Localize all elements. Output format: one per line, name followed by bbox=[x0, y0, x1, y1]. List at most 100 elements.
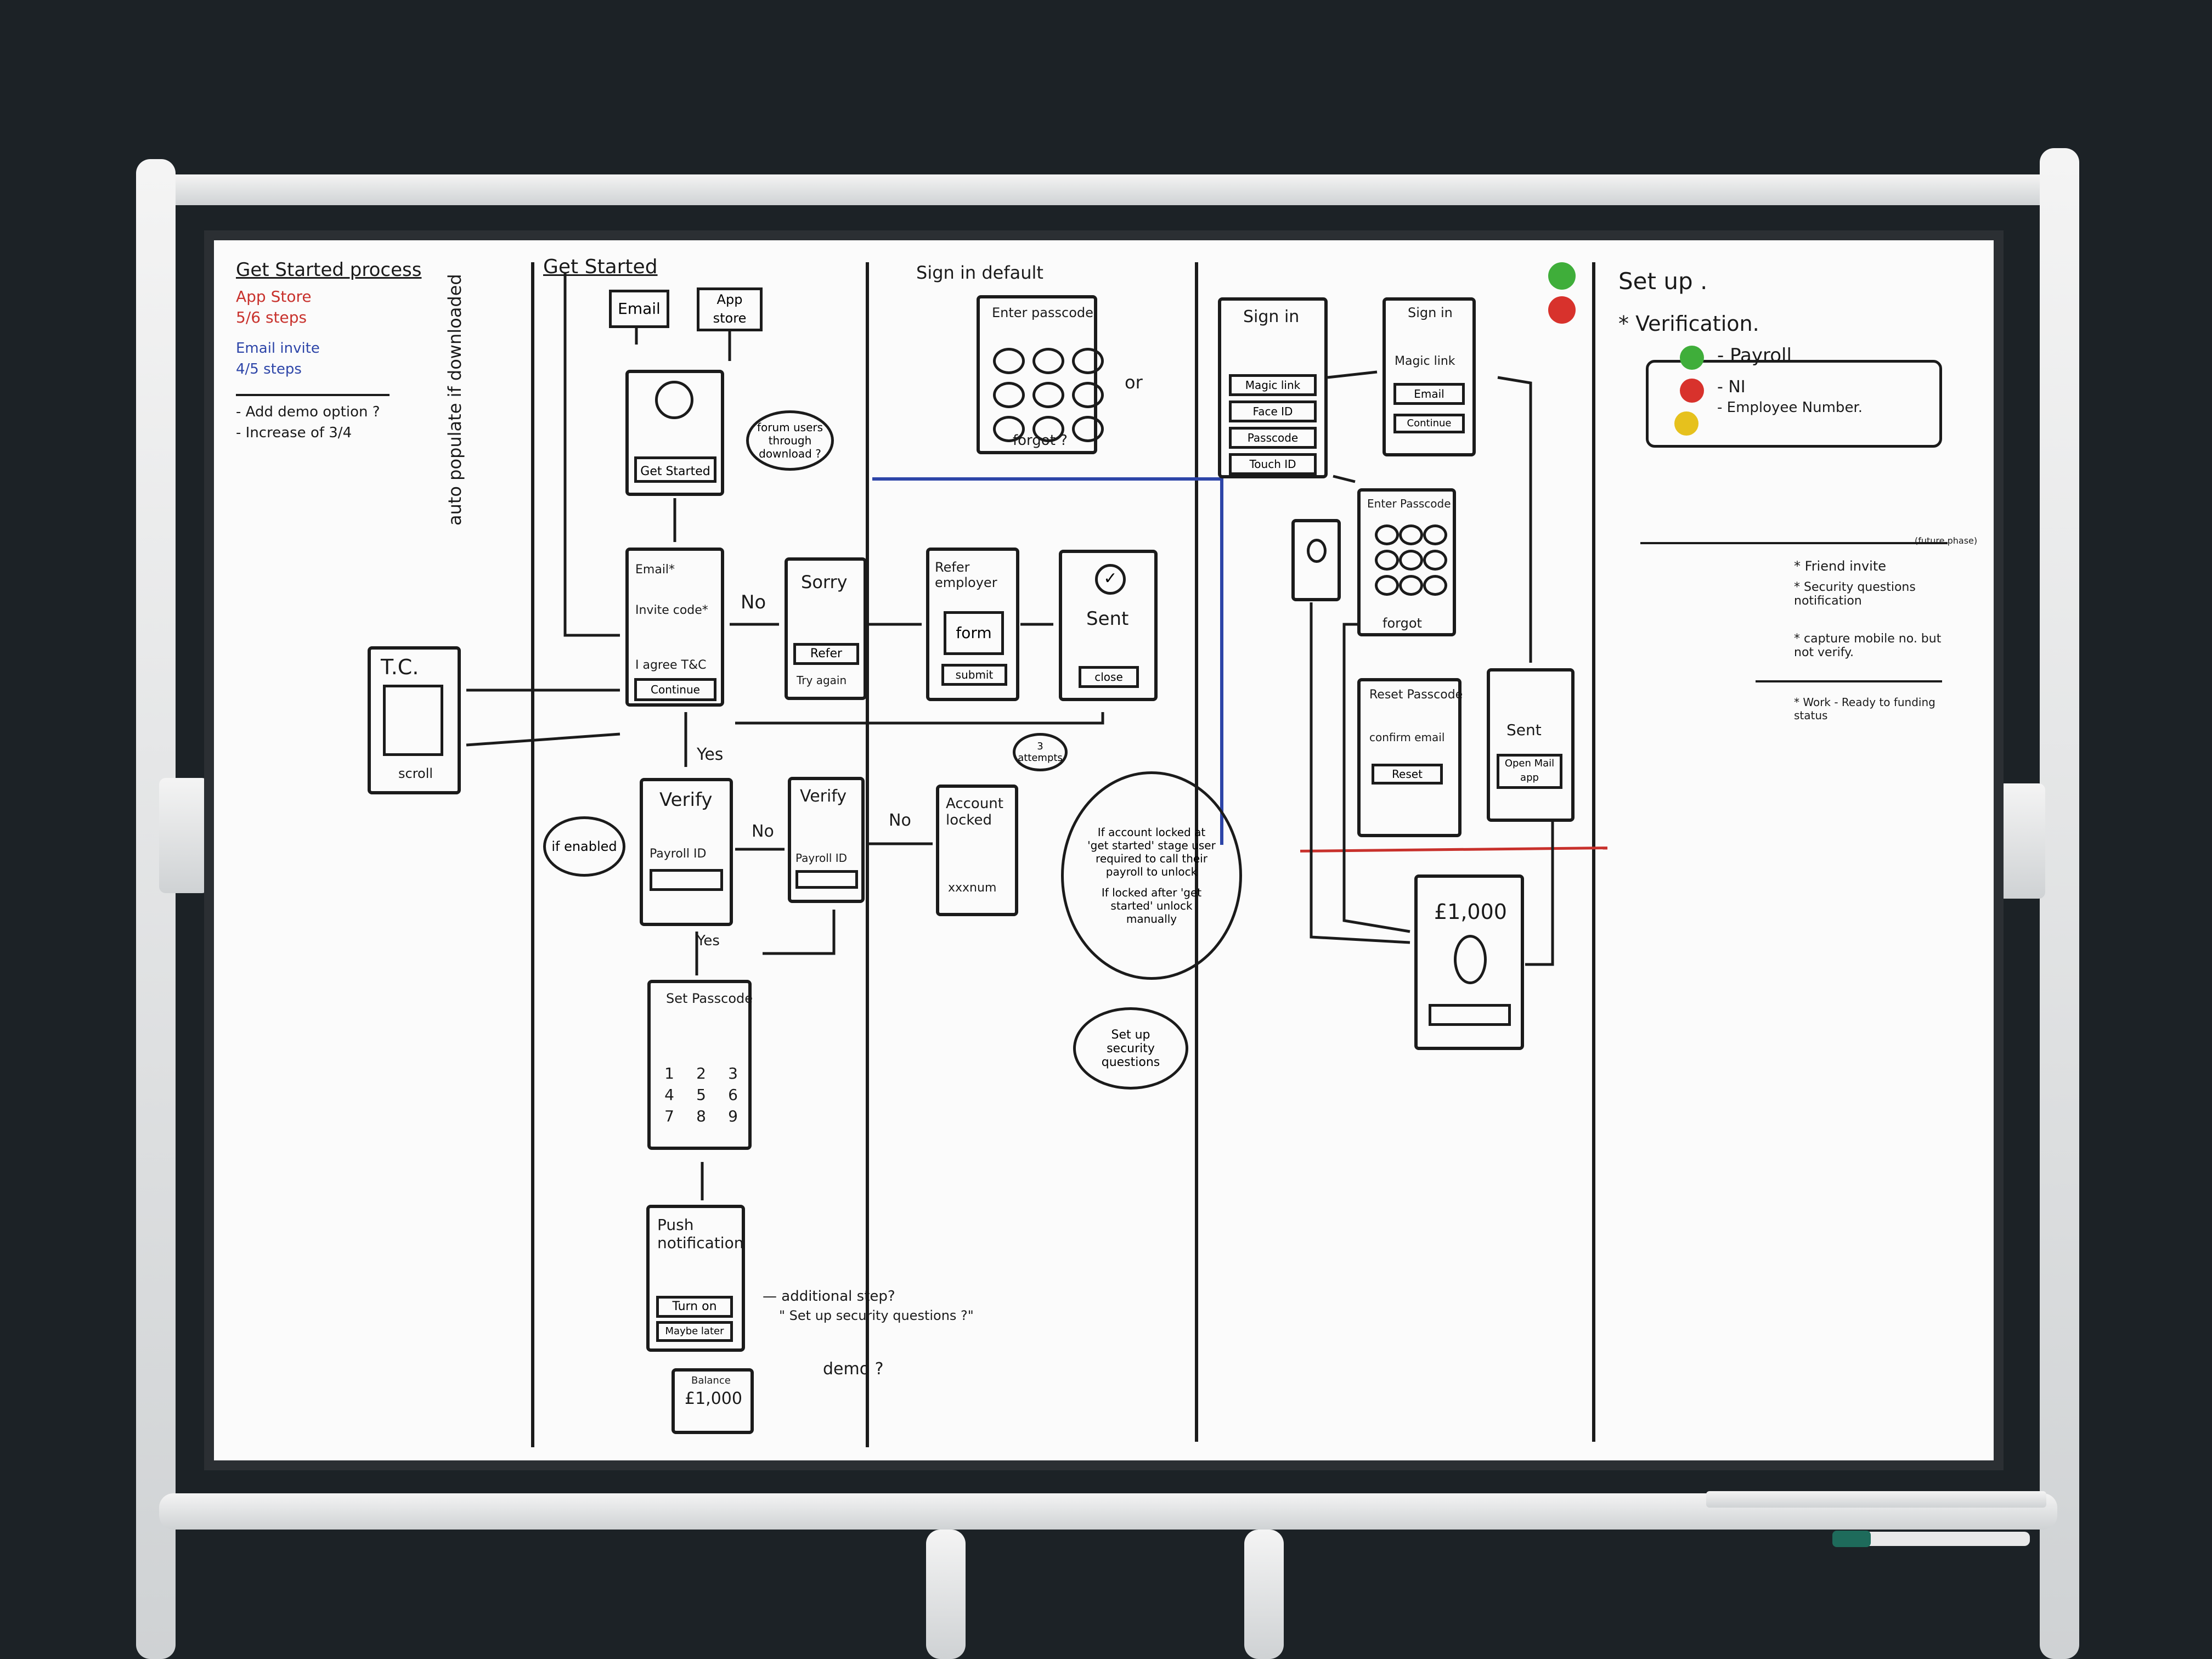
face-id-button: Face ID bbox=[1229, 400, 1317, 422]
security-questions-item: * Security questions notification bbox=[1794, 580, 1916, 608]
face-id-icon bbox=[1307, 539, 1327, 563]
verify-title: Verify bbox=[659, 789, 713, 811]
verify-retry-screen: Verify Payroll ID bbox=[788, 777, 865, 903]
touch-id-button: Touch ID bbox=[1229, 453, 1317, 475]
invite-form-screen: Email* Invite code* I agree T&C Continue bbox=[625, 548, 724, 707]
stand-top-rail bbox=[159, 174, 2057, 205]
maybe-later-button: Maybe later bbox=[656, 1321, 733, 1342]
forum-users-bubble: forum users through download ? bbox=[746, 410, 834, 471]
account-locked-screen: Account locked xxxnum bbox=[936, 785, 1018, 916]
tc-title: T.C. bbox=[381, 655, 419, 679]
lane-divider-1 bbox=[531, 262, 534, 1447]
continue-button: Continue bbox=[634, 678, 716, 701]
marker-cap bbox=[1832, 1531, 1871, 1547]
sign-in-default-title: Sign in default bbox=[916, 262, 1043, 283]
future-phase-note: (future phase) bbox=[1915, 535, 1978, 546]
reset-button: Reset bbox=[1372, 764, 1443, 785]
push-notification-screen: Push notification Turn on Maybe later bbox=[646, 1205, 745, 1352]
payroll-input bbox=[650, 869, 723, 891]
refer-button: Refer bbox=[793, 643, 859, 665]
enter-passcode-screen: Enter passcode forgot ? bbox=[977, 295, 1104, 454]
key-dot bbox=[1423, 575, 1447, 596]
get-started-button: Get Started bbox=[634, 456, 716, 483]
sent-mail-title: Sent bbox=[1506, 721, 1542, 739]
key-dot bbox=[1375, 524, 1399, 545]
or-label: or bbox=[1125, 372, 1143, 393]
balance-amount: £1,000 bbox=[685, 1389, 742, 1408]
enter-passcode-keypad-2 bbox=[1375, 524, 1447, 596]
balance-bar bbox=[1429, 1004, 1511, 1026]
close-button: close bbox=[1079, 666, 1139, 688]
face-id-screen bbox=[1291, 519, 1341, 601]
magic-link-screen: Sign in Magic link Email Continue bbox=[1383, 297, 1476, 456]
whiteboard: Get Started process App Store 5/6 steps … bbox=[204, 230, 2004, 1470]
note-increase: - Increase of 3/4 bbox=[236, 425, 352, 441]
payroll-id-label-2: Payroll ID bbox=[795, 851, 848, 865]
get-started-screen: Get Started bbox=[625, 370, 724, 496]
magnet-red bbox=[1548, 296, 1576, 324]
key-dot bbox=[1032, 348, 1064, 374]
stand-left-post bbox=[136, 159, 176, 1659]
confirm-email-label: confirm email bbox=[1369, 731, 1445, 744]
key-2: 2 bbox=[696, 1064, 706, 1082]
key-dot bbox=[1375, 550, 1399, 571]
capture-mobile-item: * capture mobile no. but not verify. bbox=[1794, 632, 1942, 659]
key-8: 8 bbox=[696, 1107, 706, 1125]
future-separator bbox=[1640, 542, 1948, 544]
key-7: 7 bbox=[664, 1107, 674, 1125]
key-dot bbox=[1072, 348, 1104, 374]
passcode-button: Passcode bbox=[1229, 427, 1317, 449]
locked-note-2: If locked after 'get started' unlock man… bbox=[1101, 886, 1202, 926]
yes-label-2: Yes bbox=[697, 933, 720, 949]
stand-right-post bbox=[2040, 148, 2079, 1659]
key-dot bbox=[1399, 575, 1423, 596]
refer-form-box: form bbox=[944, 611, 1004, 655]
note-app-store: App Store bbox=[236, 287, 312, 306]
avatar-circle bbox=[1454, 935, 1487, 984]
magnet-red-2 bbox=[1680, 379, 1704, 403]
additional-step-note: — additional step? bbox=[763, 1288, 895, 1305]
balance-screen: Balance £1,000 bbox=[672, 1368, 754, 1434]
invite-code-label: Invite code* bbox=[635, 603, 708, 617]
security-question-note: " Set up security questions ?" bbox=[779, 1308, 974, 1323]
enter-passcode-title: Enter passcode bbox=[992, 305, 1093, 320]
payroll-id-label: Payroll ID bbox=[650, 847, 707, 861]
agree-checkbox: I agree T&C bbox=[635, 658, 707, 672]
get-started-title: Get Started bbox=[543, 256, 658, 278]
work-item: * Work - Ready to funding status bbox=[1794, 696, 1936, 722]
key-dot bbox=[1423, 524, 1447, 545]
if-enabled-bubble: if enabled bbox=[543, 816, 625, 877]
email-box: Email bbox=[609, 290, 669, 328]
sorry-screen: Sorry Refer Try again bbox=[785, 557, 867, 700]
magic-continue-button: Continue bbox=[1393, 414, 1465, 433]
key-5: 5 bbox=[696, 1086, 706, 1104]
passcode-keypad: 1 2 3 4 5 6 7 8 9 bbox=[655, 1064, 747, 1125]
push-title: Push notification bbox=[657, 1216, 744, 1252]
tc-scroll: scroll bbox=[398, 766, 433, 781]
attempts-bubble: 3 attempts bbox=[1013, 733, 1068, 771]
no-label-3: No bbox=[889, 811, 911, 830]
note-add-demo: - Add demo option ? bbox=[236, 404, 380, 420]
flow-arrows bbox=[466, 273, 1554, 1200]
verify-retry-title: Verify bbox=[800, 787, 847, 806]
blue-connector-horizontal bbox=[872, 477, 1223, 481]
sign-in-title: Sign in bbox=[1243, 307, 1300, 326]
security-questions-bubble: Set up security questions bbox=[1073, 1007, 1188, 1090]
key-dot bbox=[1072, 416, 1104, 442]
reset-passcode-title: Reset Passcode bbox=[1369, 688, 1463, 702]
set-up-title: Set up . bbox=[1618, 268, 1708, 295]
key-dot bbox=[1375, 575, 1399, 596]
form-email-label: Email* bbox=[635, 563, 675, 577]
key-3: 3 bbox=[728, 1064, 738, 1082]
forgot-link-2: forgot bbox=[1383, 616, 1422, 631]
set-passcode-screen: Set Passcode 1 2 3 4 5 6 7 8 9 bbox=[647, 980, 753, 1150]
sorry-title: Sorry bbox=[801, 572, 848, 592]
key-dot bbox=[993, 416, 1025, 442]
magic-link-button: Magic link bbox=[1229, 374, 1317, 396]
work-separator bbox=[1756, 680, 1942, 682]
key-dot bbox=[1032, 416, 1064, 442]
tc-text-block bbox=[383, 685, 443, 756]
key-dot bbox=[1399, 524, 1423, 545]
reset-passcode-screen: Reset Passcode confirm email Reset bbox=[1357, 678, 1463, 837]
balance-label: Balance bbox=[691, 1375, 731, 1386]
